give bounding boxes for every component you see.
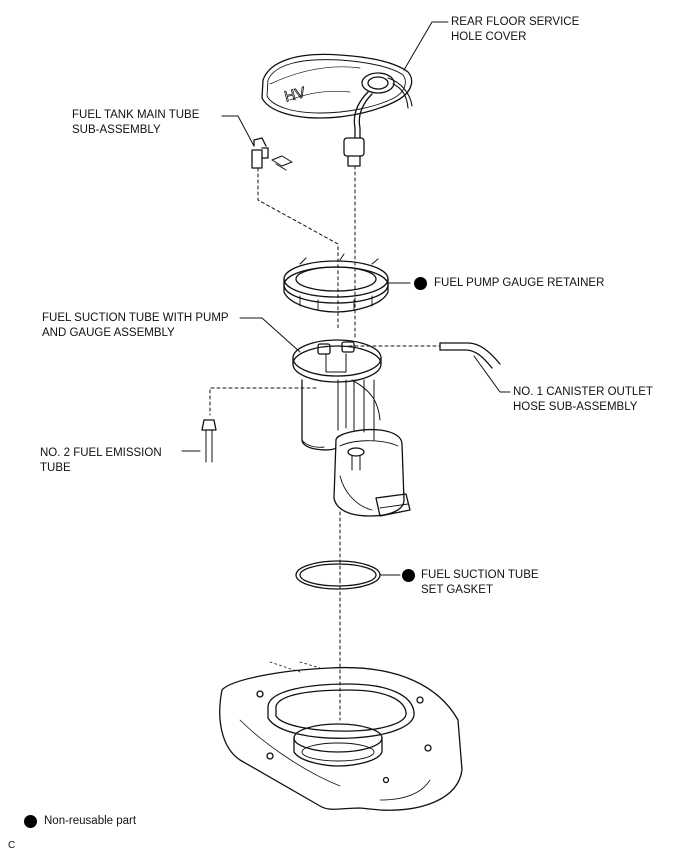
fuel-tank-base [219, 661, 463, 811]
label-fuel-suction-tube-assembly: FUEL SUCTION TUBE WITH PUMP AND GAUGE AS… [42, 311, 229, 341]
label-line: REAR FLOOR SERVICE [451, 16, 580, 28]
label-line: HOSE SUB-ASSEMBLY [513, 401, 638, 413]
non-reusable-marker-retainer [414, 277, 427, 290]
label-line: FUEL SUCTION TUBE [421, 569, 539, 581]
label-line: SUB-ASSEMBLY [72, 124, 161, 136]
label-line: AND GAUGE ASSEMBLY [42, 327, 175, 339]
leader-main-tube [221, 115, 255, 147]
label-line: FUEL PUMP GAUGE RETAINER [434, 277, 605, 289]
leader-canister-hose [473, 355, 511, 393]
rear-floor-service-hole-cover: HV [261, 53, 413, 167]
non-reusable-marker-gasket [402, 569, 415, 582]
canister-outlet-hose [439, 342, 501, 369]
fuel-suction-tube-set-gasket [295, 560, 381, 590]
label-line: HOLE COVER [451, 31, 527, 43]
fuel-suction-tube-assembly [292, 339, 411, 517]
cover-hv-marking: HV [283, 84, 307, 106]
label-line: FUEL SUCTION TUBE WITH PUMP [42, 312, 229, 324]
leader-cover [403, 21, 449, 71]
label-rear-floor-service-hole-cover: REAR FLOOR SERVICE HOLE COVER [451, 15, 579, 45]
label-canister-outlet-hose: NO. 1 CANISTER OUTLET HOSE SUB-ASSEMBLY [513, 385, 653, 415]
label-fuel-pump-gauge-retainer: FUEL PUMP GAUGE RETAINER [434, 276, 604, 291]
fuel-emission-tube [201, 419, 217, 463]
label-line: SET GASKET [421, 584, 494, 596]
fuel-tank-main-tube-sub-assembly [251, 137, 293, 171]
label-line: NO. 1 CANISTER OUTLET [513, 386, 653, 398]
legend-text: Non-reusable part [44, 815, 137, 827]
leader-suction-tube [239, 317, 301, 353]
label-line: FUEL TANK MAIN TUBE [72, 109, 200, 121]
label-line: NO. 2 FUEL EMISSION [40, 447, 162, 459]
label-fuel-tank-main-tube: FUEL TANK MAIN TUBE SUB-ASSEMBLY [72, 108, 199, 138]
label-line: TUBE [40, 462, 71, 474]
label-fuel-suction-tube-set-gasket: FUEL SUCTION TUBE SET GASKET [421, 568, 539, 598]
legend-marker [24, 815, 37, 828]
corner-code: C [8, 840, 16, 851]
label-fuel-emission-tube: NO. 2 FUEL EMISSION TUBE [40, 446, 162, 476]
alignment-lines [209, 165, 441, 721]
fuel-pump-gauge-retainer [283, 253, 389, 313]
